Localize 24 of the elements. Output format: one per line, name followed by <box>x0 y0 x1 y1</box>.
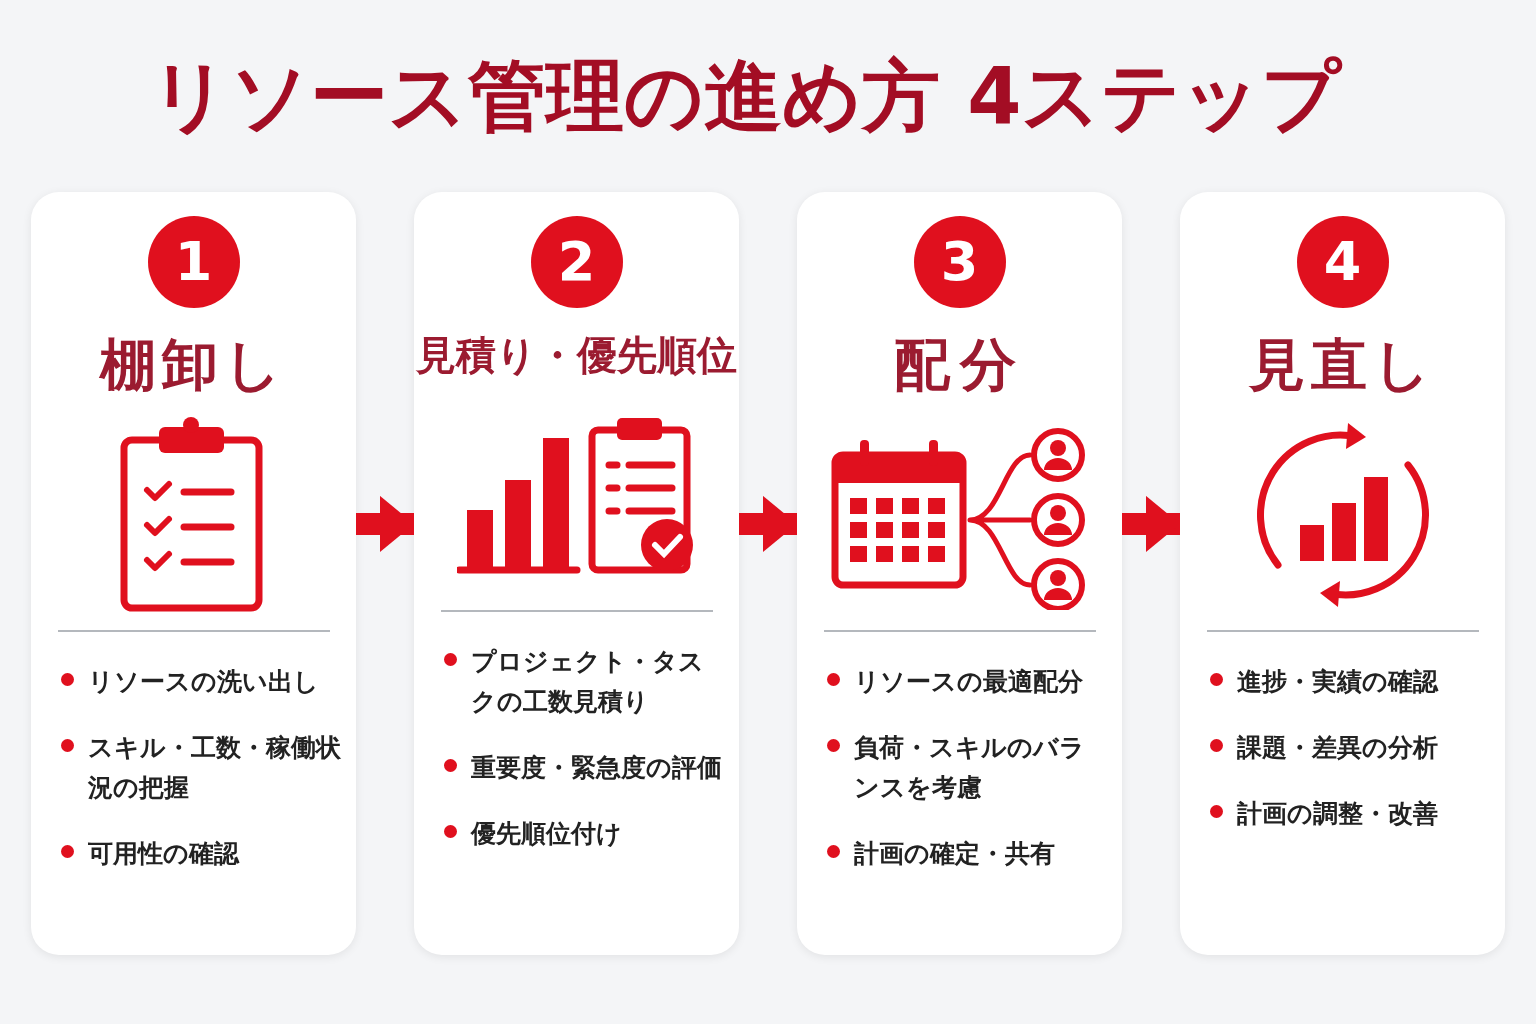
bullet-text: 優先順位付け <box>471 818 622 850</box>
step-card <box>31 192 356 955</box>
bullet-text: 重要度・緊急度の評価 <box>471 752 722 784</box>
bullet-text: 計画の確定・共有 <box>854 838 1055 870</box>
step-heading: 棚卸し <box>100 331 287 399</box>
bullet-text: リソースの洗い出し <box>88 666 319 698</box>
bullet-text: スキル・工数・稼働状況の把握 <box>88 732 342 804</box>
step-heading: 配分 <box>893 331 1026 399</box>
arrow <box>1122 495 1180 552</box>
step-heading: 見積り・優先順位 <box>416 331 737 380</box>
step-card <box>797 192 1122 955</box>
bullet-text: 負荷・スキルのバランスを考慮 <box>854 732 1086 804</box>
bullet-text: リソースの最適配分 <box>854 666 1083 698</box>
bullet-text: 計画の調整・改善 <box>1237 798 1438 830</box>
arrow <box>356 495 414 552</box>
bullet-text: 進捗・実績の確認 <box>1237 666 1438 698</box>
arrow <box>739 495 797 552</box>
bullet-text: プロジェクト・タスクの工数見積り <box>471 646 705 718</box>
step-card <box>1180 192 1505 955</box>
step-card <box>414 192 739 955</box>
bullet-text: 課題・差異の分析 <box>1237 732 1438 764</box>
step-heading: 見直し <box>1249 331 1436 399</box>
bullet-text: 可用性の確認 <box>88 838 239 870</box>
title: リソース管理の進め方 4ステップ <box>150 50 1342 143</box>
